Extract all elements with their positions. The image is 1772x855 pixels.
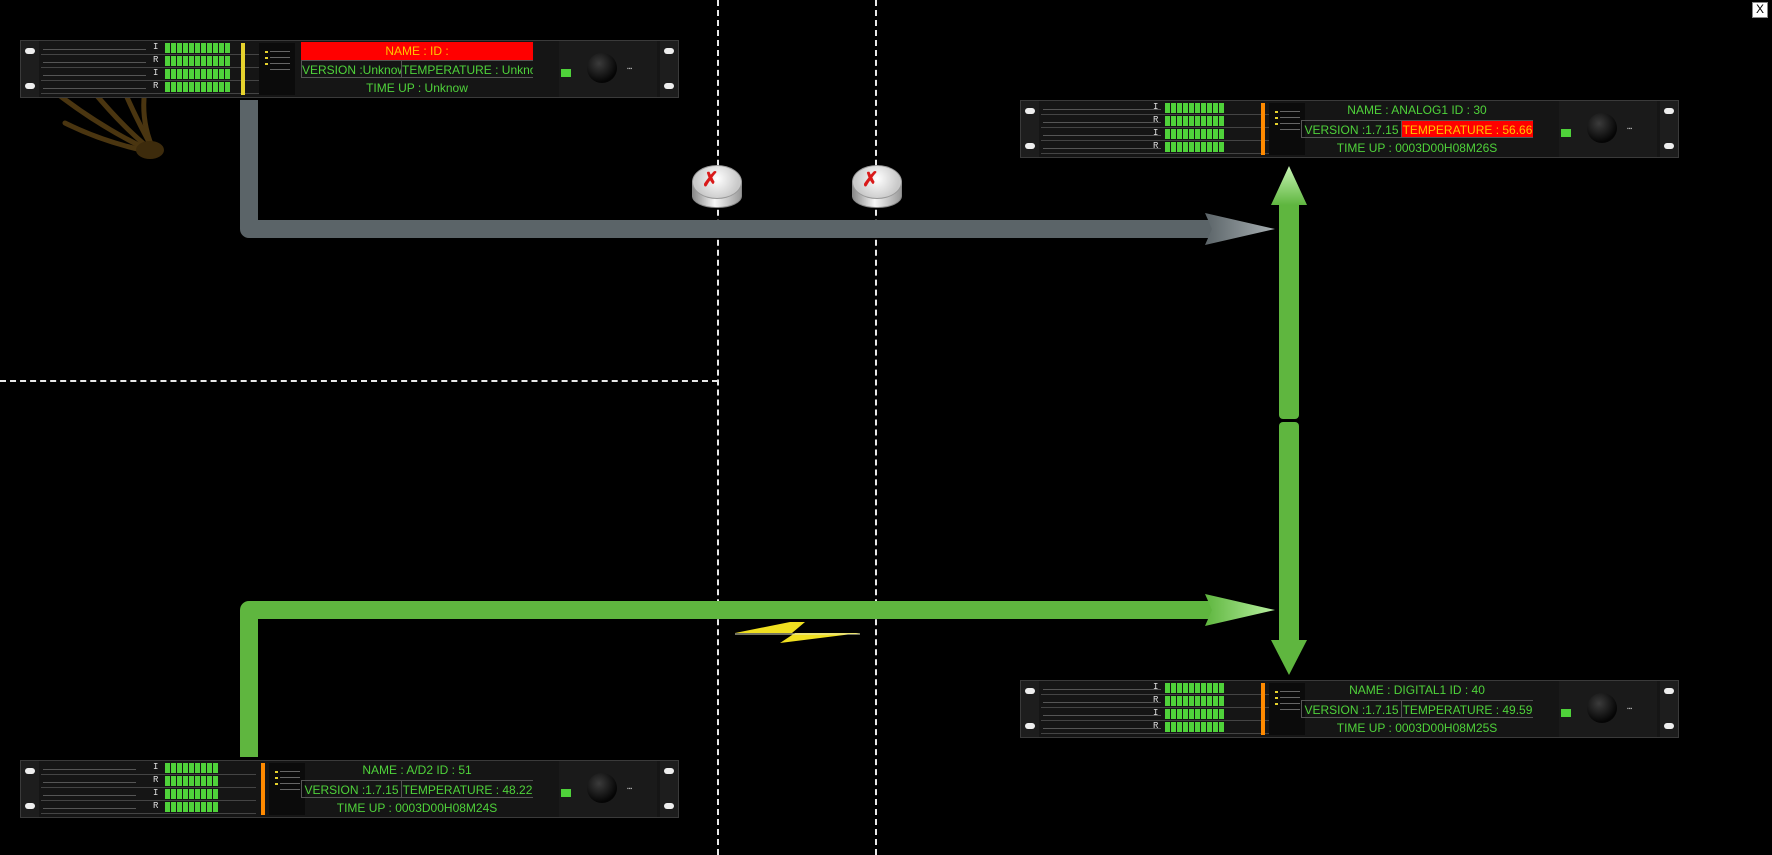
link-vertical-upper xyxy=(1279,200,1299,419)
rack-ear xyxy=(660,761,678,817)
device-info-panel: NAME : DIGITAL1 ID : 40 VERSION :1.7.15 … xyxy=(1301,681,1533,737)
device-name-line: NAME : ANALOG1 ID : 30 xyxy=(1347,103,1487,117)
temperature-field: TEMPERATURE : Unknown xyxy=(401,60,533,78)
device-unit-bottom-left[interactable]: I R I R NAME : A/D2 ID : 51 VERSION :1.7… xyxy=(20,760,679,818)
mini-display xyxy=(269,763,305,815)
mini-display xyxy=(1269,683,1305,735)
level-meters: I R I R xyxy=(41,42,266,95)
link-vertical-lower xyxy=(1279,422,1299,652)
lightning-icon xyxy=(735,622,860,643)
level-meters: I R I R xyxy=(1041,102,1281,155)
volume-knob[interactable] xyxy=(1587,693,1617,723)
zone-divider-left xyxy=(717,0,719,855)
brand-mark: ▪▪▪ xyxy=(627,66,633,72)
timeup-field: TIME UP : 0003D00H08M24S xyxy=(336,801,498,815)
version-field: VERSION :1.7.15 xyxy=(1301,120,1401,138)
brand-logo-icon xyxy=(1561,709,1571,717)
status-lamp xyxy=(261,763,265,815)
volume-knob[interactable] xyxy=(587,53,617,83)
device-info-panel: NAME : ID : VERSION :Unknow TEMPERATURE … xyxy=(301,41,533,97)
timeup-field: TIME UP : Unknow xyxy=(366,81,468,95)
control-panel: ▪▪▪ xyxy=(1559,681,1657,737)
device-info-panel: NAME : A/D2 ID : 51 VERSION :1.7.15 TEMP… xyxy=(301,761,533,817)
device-unit-top-left[interactable]: I R I R NAME : ID : VERSION :Unknow TEMP… xyxy=(20,40,679,98)
arrowhead-active xyxy=(1205,594,1275,626)
temperature-field: TEMPERATURE : 48.22 xyxy=(401,780,533,798)
device-name-line: NAME : A/D2 ID : 51 xyxy=(362,763,472,777)
brand-mark: ▪▪▪ xyxy=(1627,126,1633,132)
arrowhead-inactive xyxy=(1205,213,1275,245)
timeup-field: TIME UP : 0003D00H08M25S xyxy=(1336,721,1498,735)
volume-knob[interactable] xyxy=(1587,113,1617,143)
brand-mark: ▪▪▪ xyxy=(1627,706,1633,712)
brand-mark: ▪▪▪ xyxy=(627,786,633,792)
temperature-field: TEMPERATURE : 56.66 xyxy=(1401,120,1533,138)
router-icon[interactable]: ✗ xyxy=(692,165,742,215)
rack-ear xyxy=(21,41,39,97)
device-name-line: NAME : ID : xyxy=(301,42,533,60)
link-active xyxy=(240,601,1212,757)
status-lamp xyxy=(1261,103,1265,155)
link-inactive xyxy=(240,100,1212,238)
volume-knob[interactable] xyxy=(587,773,617,803)
control-panel: ▪▪▪ xyxy=(559,41,657,97)
device-unit-top-right[interactable]: I R I R NAME : ANALOG1 ID : 30 VERSION :… xyxy=(1020,100,1679,158)
rack-ear xyxy=(1660,681,1678,737)
status-lamp xyxy=(241,43,245,95)
rack-ear xyxy=(1021,101,1039,157)
arrowhead-down xyxy=(1271,640,1307,675)
level-meters: I R I R xyxy=(41,762,256,815)
zone-divider-right xyxy=(875,0,877,855)
brand-logo-icon xyxy=(1561,129,1571,137)
close-button[interactable]: X xyxy=(1752,2,1768,18)
level-meters: I R I R xyxy=(1041,682,1281,735)
timeup-field: TIME UP : 0003D00H08M26S xyxy=(1336,141,1498,155)
zone-divider-horizontal xyxy=(0,380,718,382)
router-icon[interactable]: ✗ xyxy=(852,165,902,215)
rack-ear xyxy=(1021,681,1039,737)
device-unit-bottom-right[interactable]: I R I R NAME : DIGITAL1 ID : 40 VERSION … xyxy=(1020,680,1679,738)
device-name-line: NAME : DIGITAL1 ID : 40 xyxy=(1349,683,1485,697)
brand-logo-icon xyxy=(561,789,571,797)
rack-ear xyxy=(21,761,39,817)
mini-display xyxy=(259,43,295,95)
control-panel: ▪▪▪ xyxy=(1559,101,1657,157)
temperature-field: TEMPERATURE : 49.59 xyxy=(1401,700,1533,718)
rack-ear xyxy=(660,41,678,97)
brand-logo-icon xyxy=(561,69,571,77)
version-field: VERSION :Unknow xyxy=(301,60,401,78)
version-field: VERSION :1.7.15 xyxy=(301,780,401,798)
version-field: VERSION :1.7.15 xyxy=(1301,700,1401,718)
mini-display xyxy=(1269,103,1305,155)
control-panel: ▪▪▪ xyxy=(559,761,657,817)
rack-ear xyxy=(1660,101,1678,157)
device-info-panel: NAME : ANALOG1 ID : 30 VERSION :1.7.15 T… xyxy=(1301,101,1533,157)
status-lamp xyxy=(1261,683,1265,735)
arrowhead-up xyxy=(1271,166,1307,205)
